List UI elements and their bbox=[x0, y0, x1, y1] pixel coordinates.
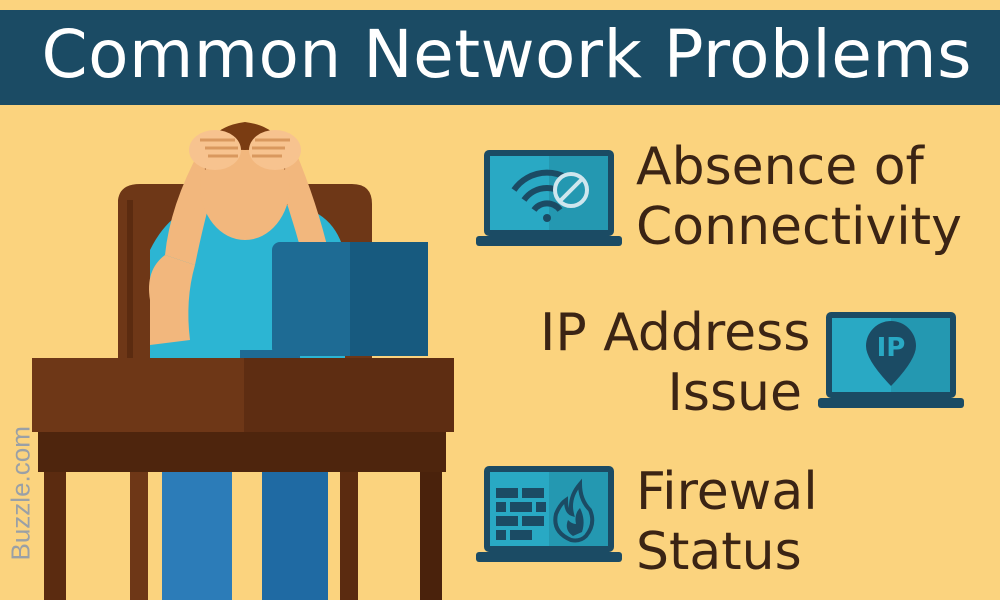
frustrated-person-illustration bbox=[32, 122, 454, 600]
ip-location-pin-icon: IP bbox=[818, 312, 964, 408]
problem-line: Issue bbox=[667, 363, 802, 423]
problem-line: Absence of bbox=[636, 137, 924, 197]
wifi-blocked-icon bbox=[476, 150, 622, 246]
problem-line: Firewal bbox=[636, 462, 818, 522]
problem-firewall-label: Firewal Status bbox=[636, 462, 818, 582]
watermark: Buzzle.com bbox=[5, 426, 36, 561]
problem-connectivity-label: Absence of Connectivity bbox=[636, 137, 962, 257]
problem-ip-address-label: IP Address Issue bbox=[540, 303, 811, 423]
problem-line: Status bbox=[636, 522, 802, 582]
page-title: Common Network Problems bbox=[41, 16, 972, 93]
firewall-flame-icon bbox=[476, 466, 622, 562]
problem-line: IP Address bbox=[540, 303, 811, 363]
title-banner: Common Network Problems bbox=[0, 10, 1000, 105]
problem-line: Connectivity bbox=[636, 197, 962, 257]
svg-text:IP: IP bbox=[877, 333, 906, 363]
